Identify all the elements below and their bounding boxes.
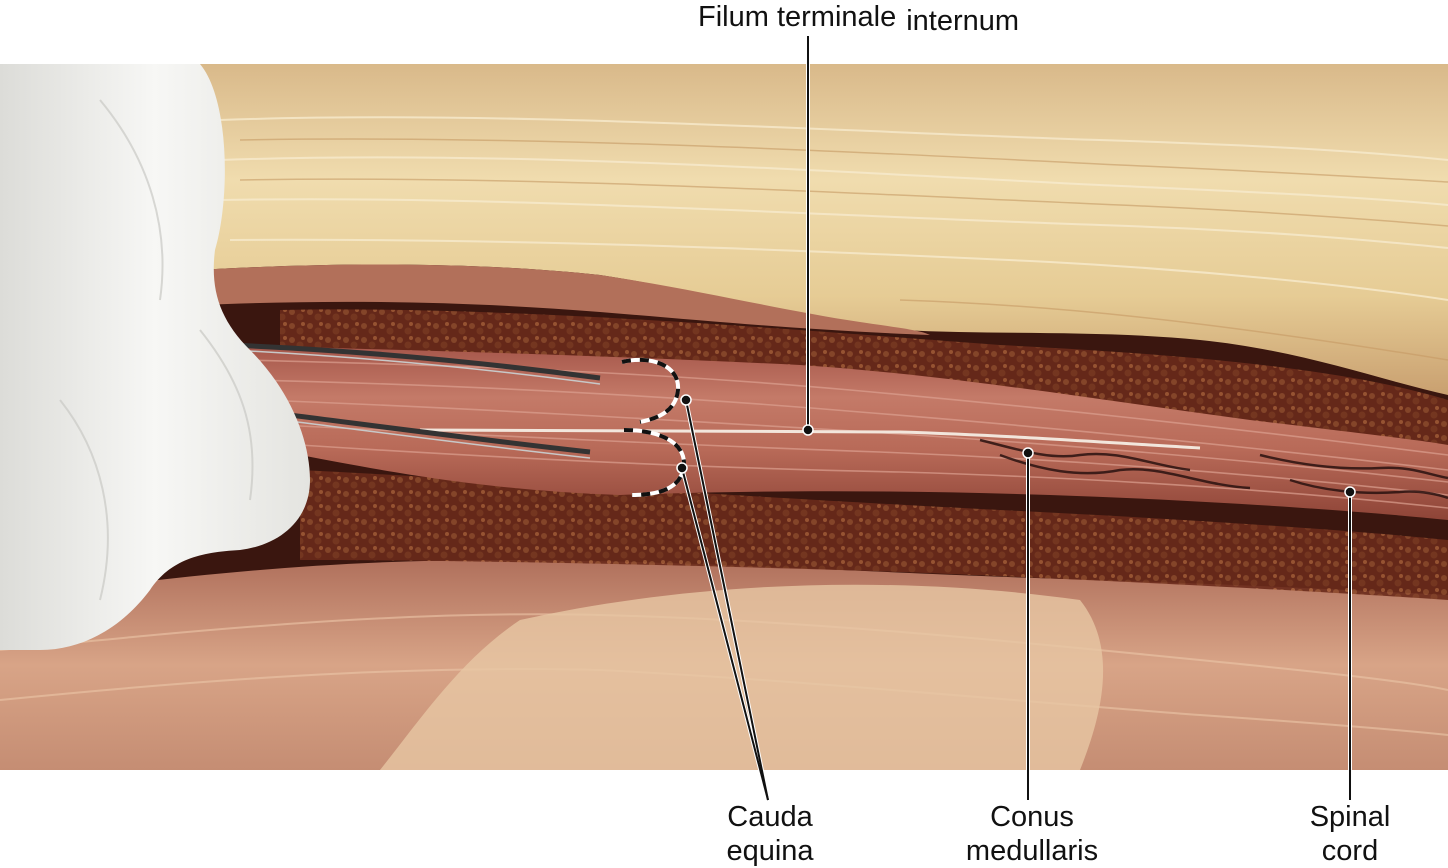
label-filum-sub: internum	[906, 5, 1020, 37]
label-spinal-line2: cord	[1321, 835, 1379, 867]
label-conus-medullaris: Conus medullaris	[948, 800, 1116, 868]
label-cauda-equina: Cauda equina	[700, 800, 840, 868]
label-cauda-line1: Cauda	[727, 801, 813, 833]
label-filum-main: Filum terminale	[698, 1, 897, 33]
label-spinal-line1: Spinal	[1309, 801, 1391, 833]
label-conus-line1: Conus	[990, 801, 1074, 833]
label-spinal-cord: Spinal cord	[1290, 800, 1410, 868]
label-conus-line2: medullaris	[965, 835, 1099, 867]
label-cauda-line2: equina	[726, 835, 814, 867]
label-filum-terminale-internum: Filum terminale internum	[698, 0, 1020, 37]
